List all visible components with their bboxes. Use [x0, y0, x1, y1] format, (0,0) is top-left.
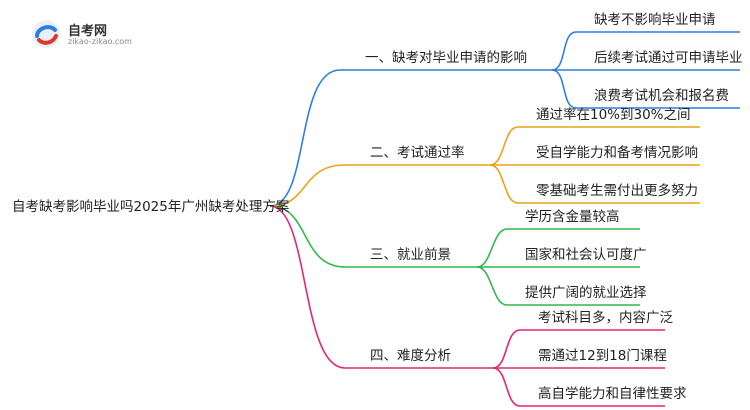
leaf-topic: 高自学能力和自律性要求 — [538, 385, 687, 402]
leaf-connector — [492, 367, 521, 407]
branch-topic: 一、缺考对毕业申请的影响 — [365, 50, 527, 66]
root-topic: 自考缺考影响毕业吗2025年广州缺考处理方案 — [12, 198, 290, 215]
leaf-connector — [489, 126, 519, 166]
branch-topic: 二、考试通过率 — [370, 144, 465, 161]
branch-connector — [269, 205, 346, 268]
leaf-topic: 后续考试通过可申请毕业 — [594, 50, 743, 66]
leaf-connector — [492, 329, 521, 369]
leaf-topic: 缺考不影响毕业申请 — [594, 12, 716, 28]
leaf-topic: 浪费考试机会和报名费 — [594, 88, 729, 104]
leaf-connector — [551, 69, 577, 109]
mindmap-edges — [269, 31, 740, 407]
leaf-connector — [476, 266, 508, 306]
branch-topic: 三、就业前景 — [370, 246, 451, 263]
leaf-connector — [551, 31, 577, 71]
leaf-topic: 需通过12到18门课程 — [538, 348, 667, 364]
logo-title: 自考网 — [68, 24, 108, 39]
branch-topic: 四、难度分析 — [370, 348, 451, 364]
leaf-topic: 通过率在10%到30%之间 — [536, 106, 691, 123]
leaf-topic: 受自学能力和备考情况影响 — [536, 144, 698, 161]
branch-connector — [269, 69, 341, 207]
leaf-topic: 国家和社会认可度广 — [525, 246, 647, 263]
leaf-topic: 考试科目多，内容广泛 — [538, 309, 673, 326]
logo-subtitle: zikao-zikao.com — [68, 37, 132, 46]
branch-connector — [269, 205, 346, 369]
leaf-topic: 零基础考生需付出更多努力 — [536, 182, 698, 199]
branch-connector — [269, 164, 346, 207]
leaf-topic: 提供广阔的就业选择 — [525, 285, 647, 301]
logo-icon — [32, 20, 60, 48]
site-logo[interactable]: 自考网 zikao-zikao.com — [30, 14, 140, 54]
mindmap-nodes: 自考缺考影响毕业吗2025年广州缺考处理方案 一、缺考对毕业申请的影响 缺考不影响… — [12, 12, 743, 402]
leaf-connector — [489, 164, 519, 204]
leaf-connector — [476, 228, 508, 268]
leaf-topic: 学历含金量较高 — [525, 208, 620, 225]
